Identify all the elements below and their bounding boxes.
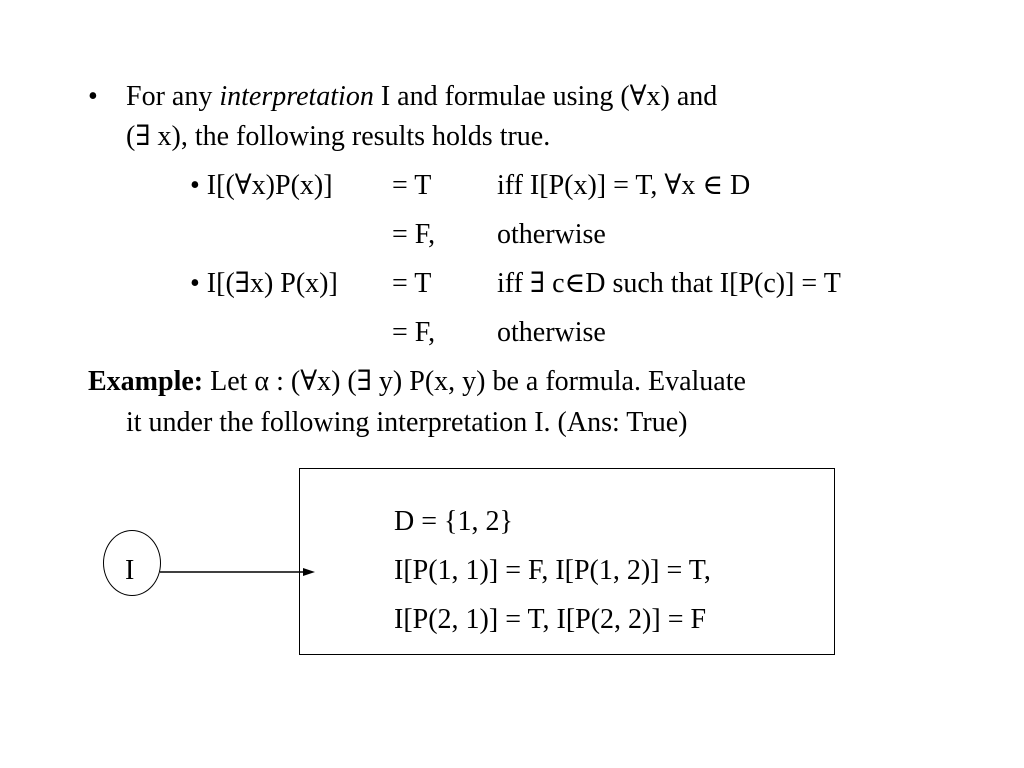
example-text: Let α : (∀x) (∃ y) P(x, y) be a formula.… xyxy=(203,366,746,397)
arrow-connector xyxy=(160,568,315,576)
forall-rule-false-value: = F, xyxy=(392,219,436,250)
intro-bullet: • xyxy=(88,81,98,112)
exists-rule-formula: • I[(∃x) P(x)] xyxy=(190,268,338,299)
intro-line-1-start: For any xyxy=(126,81,220,112)
forall-rule-false-condition: otherwise xyxy=(497,219,606,250)
interpretation-node-label: I xyxy=(125,555,135,586)
forall-rule-true-condition: iff I[P(x)] = T, ∀x ∈ D xyxy=(497,170,751,201)
example-line-1: Example: Let α : (∀x) (∃ y) P(x, y) be a… xyxy=(88,368,746,396)
exists-rule-false-condition: otherwise xyxy=(497,317,606,348)
exists-rule-true-value: = T xyxy=(392,268,432,299)
forall-rule-formula: • I[(∀x)P(x)] xyxy=(190,170,333,201)
interpretation-term: interpretation xyxy=(219,81,374,112)
example-line-2: it under the following interpretation I.… xyxy=(126,407,688,438)
predicate-values-row-1: I[P(1, 1)] = F, I[P(1, 2)] = T, xyxy=(394,555,711,586)
predicate-values-row-2: I[P(2, 1)] = T, I[P(2, 2)] = F xyxy=(394,604,707,635)
forall-rule-true-value: = T xyxy=(392,170,432,201)
domain-definition: D = {1, 2} xyxy=(394,506,513,537)
exists-rule-false-value: = F, xyxy=(392,317,436,348)
interpretation-node xyxy=(103,530,161,596)
exists-rule-true-condition: iff ∃ c∈D such that I[P(c)] = T xyxy=(497,268,841,299)
intro-line-1: For any interpretation I and formulae us… xyxy=(126,83,717,111)
intro-line-2: (∃ x), the following results holds true. xyxy=(126,121,551,152)
intro-line-1-end: I and formulae using (∀x) and xyxy=(373,81,718,112)
example-label: Example: xyxy=(88,366,204,397)
interpretation-box xyxy=(299,468,835,655)
